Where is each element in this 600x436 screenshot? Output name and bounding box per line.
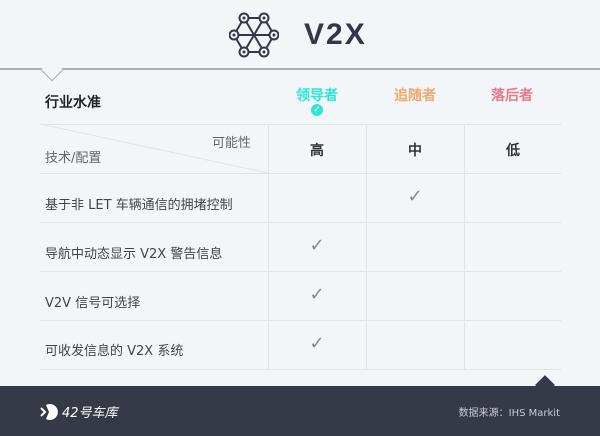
row-label: 基于非 LET 车辆通信的拥堵控制 <box>45 198 233 213</box>
row-label: V2V 信号可选择 <box>45 296 141 311</box>
col-divider <box>268 124 269 369</box>
check-icon: ✓ <box>407 186 423 207</box>
network-hexagon-icon <box>229 12 279 58</box>
level-leader: 领导者 <box>296 88 338 104</box>
level-laggard: 落后者 <box>491 88 533 104</box>
data-source: 数据来源：IHS Markit <box>458 408 560 419</box>
corner-bottom: 技术/配置 <box>45 151 102 166</box>
row-divider <box>40 124 561 125</box>
brand-icon <box>40 403 58 420</box>
footer <box>0 386 600 436</box>
section-title: 行业水准 <box>45 95 101 111</box>
check-icon: ✓ <box>309 235 325 256</box>
col-divider <box>464 124 465 369</box>
check-circle-icon: ✓ <box>311 104 323 116</box>
check-icon: ✓ <box>309 333 325 354</box>
header: V2X <box>0 0 600 70</box>
page-title: V2X <box>304 18 367 51</box>
brand-logo: 42号车库 <box>40 402 118 421</box>
diagonal-line <box>40 124 268 173</box>
check-icon: ✓ <box>309 284 325 305</box>
row-divider <box>40 271 561 272</box>
row-divider <box>40 222 561 223</box>
corner-top: 可能性 <box>212 136 252 151</box>
col-low: 低 <box>506 143 520 159</box>
level-follower: 追随者 <box>394 88 436 104</box>
col-high: 高 <box>310 143 324 159</box>
col-divider <box>366 124 367 369</box>
row-divider <box>40 173 561 174</box>
col-mid: 中 <box>408 143 422 159</box>
brand-name: 42号车库 <box>62 406 118 421</box>
row-divider <box>40 320 561 321</box>
row-label: 导航中动态显示 V2X 警告信息 <box>45 247 223 262</box>
divider <box>0 68 600 70</box>
row-label: 可收发信息的 V2X 系统 <box>45 344 184 359</box>
row-divider <box>40 369 561 370</box>
